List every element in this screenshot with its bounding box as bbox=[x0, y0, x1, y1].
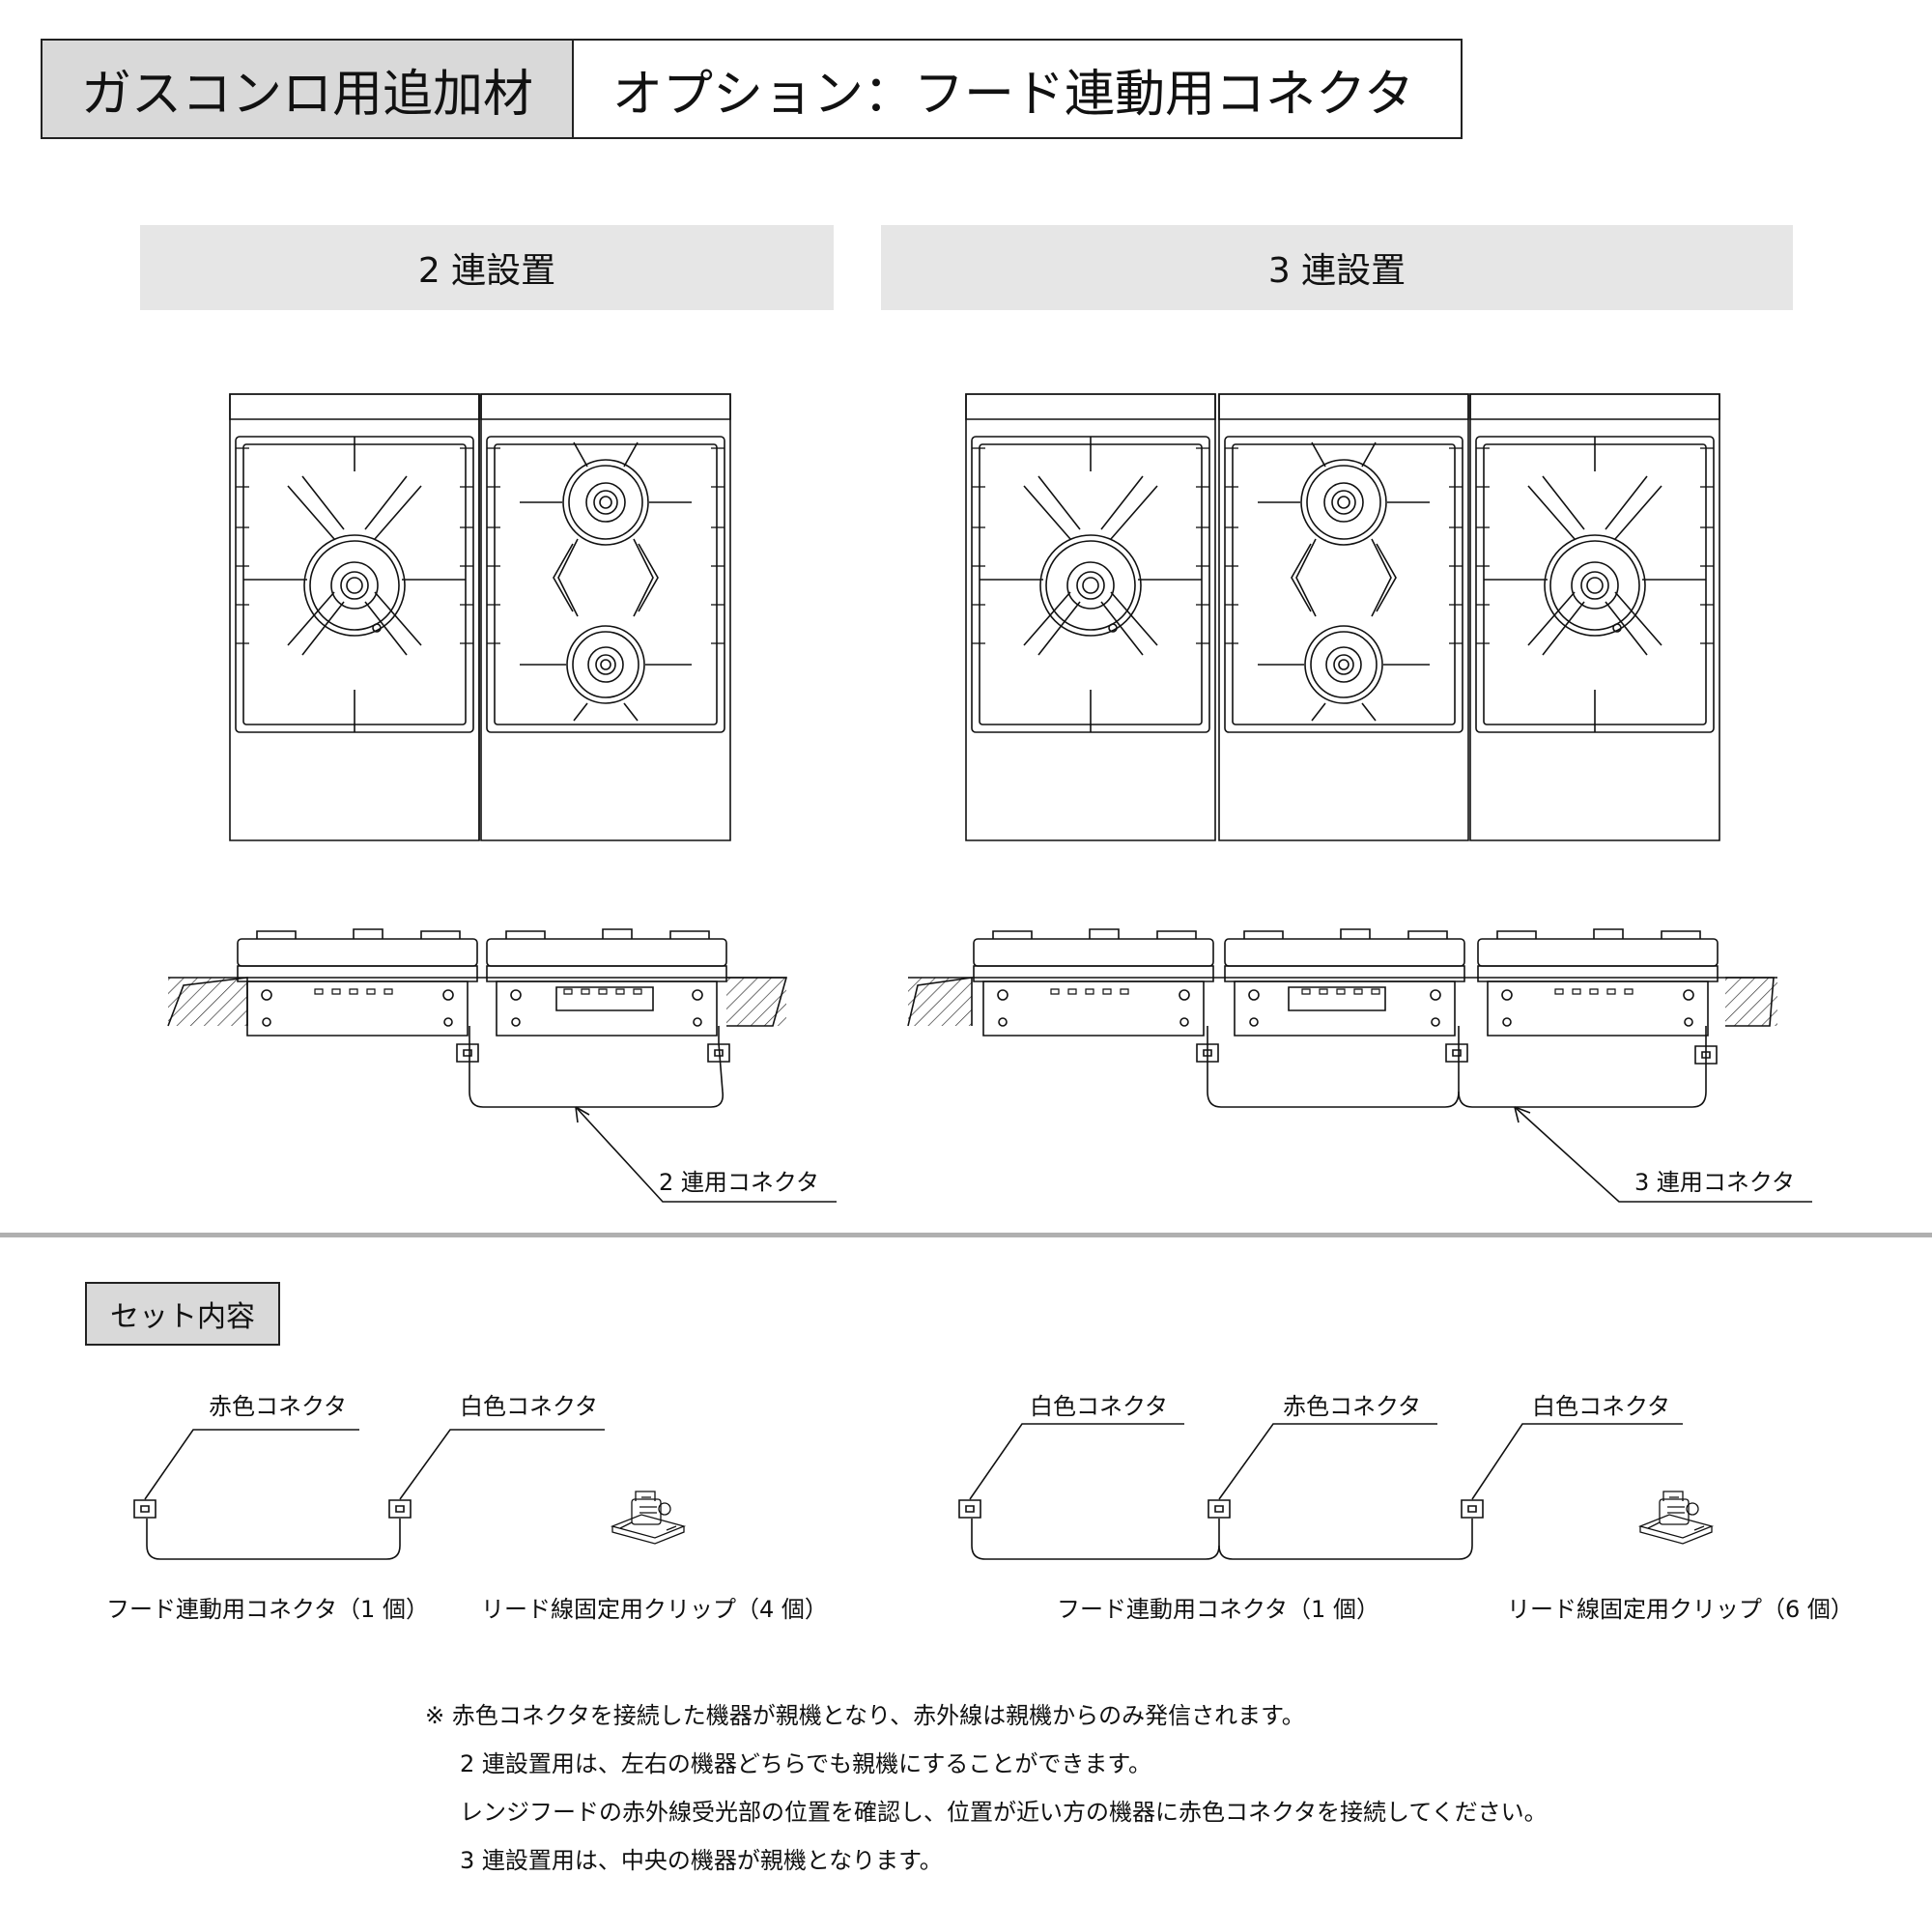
section-two-heading: 2 連設置 bbox=[140, 225, 834, 310]
category-label: ガスコンロ用追加材 bbox=[41, 39, 574, 139]
right-white-connector-label-2: 白色コネクタ bbox=[1532, 1393, 1671, 1420]
right-white-connector-label-1: 白色コネクタ bbox=[1030, 1393, 1169, 1420]
left-connector-caption: フード連動用コネクタ（1 個） bbox=[106, 1596, 429, 1623]
note-line-3: レンジフードの赤外線受光部の位置を確認し、位置が近い方の機器に赤色コネクタを接続… bbox=[460, 1799, 1548, 1826]
two-unit-top-view bbox=[230, 394, 730, 840]
two-unit-side-view bbox=[168, 928, 837, 1202]
left-white-connector-label: 白色コネクタ bbox=[460, 1393, 599, 1420]
two-connector-callout: 2 連用コネクタ bbox=[659, 1169, 819, 1196]
note-line-4: 3 連設置用は、中央の機器が親機となります。 bbox=[460, 1847, 943, 1874]
right-connector-caption: フード連動用コネクタ（1 個） bbox=[1057, 1596, 1379, 1623]
note-line-2: 2 連設置用は、左右の機器どちらでも親機にすることができます。 bbox=[460, 1750, 1152, 1777]
page-title: オプション：フード連動用コネクタ bbox=[574, 39, 1463, 139]
set-contents-heading: セット内容 bbox=[85, 1282, 280, 1346]
section-divider bbox=[0, 1233, 1932, 1237]
section-three-heading: 3 連設置 bbox=[881, 225, 1793, 310]
right-clip-caption: リード線固定用クリップ（6 個） bbox=[1507, 1596, 1854, 1623]
set-left-connector bbox=[133, 1430, 605, 1559]
set-right-connector bbox=[958, 1424, 1683, 1559]
left-red-connector-label: 赤色コネクタ bbox=[209, 1393, 348, 1420]
set-right-clip-icon bbox=[1639, 1491, 1713, 1545]
three-connector-callout: 3 連用コネクタ bbox=[1634, 1169, 1795, 1196]
three-unit-side-view bbox=[908, 928, 1812, 1202]
set-left-clip-icon bbox=[611, 1491, 685, 1545]
right-red-connector-label: 赤色コネクタ bbox=[1283, 1393, 1422, 1420]
left-clip-caption: リード線固定用クリップ（4 個） bbox=[481, 1596, 828, 1623]
three-unit-top-view bbox=[966, 394, 1719, 840]
note-line-1: ※ 赤色コネクタを接続した機器が親機となり、赤外線は親機からのみ発信されます。 bbox=[425, 1702, 1305, 1729]
